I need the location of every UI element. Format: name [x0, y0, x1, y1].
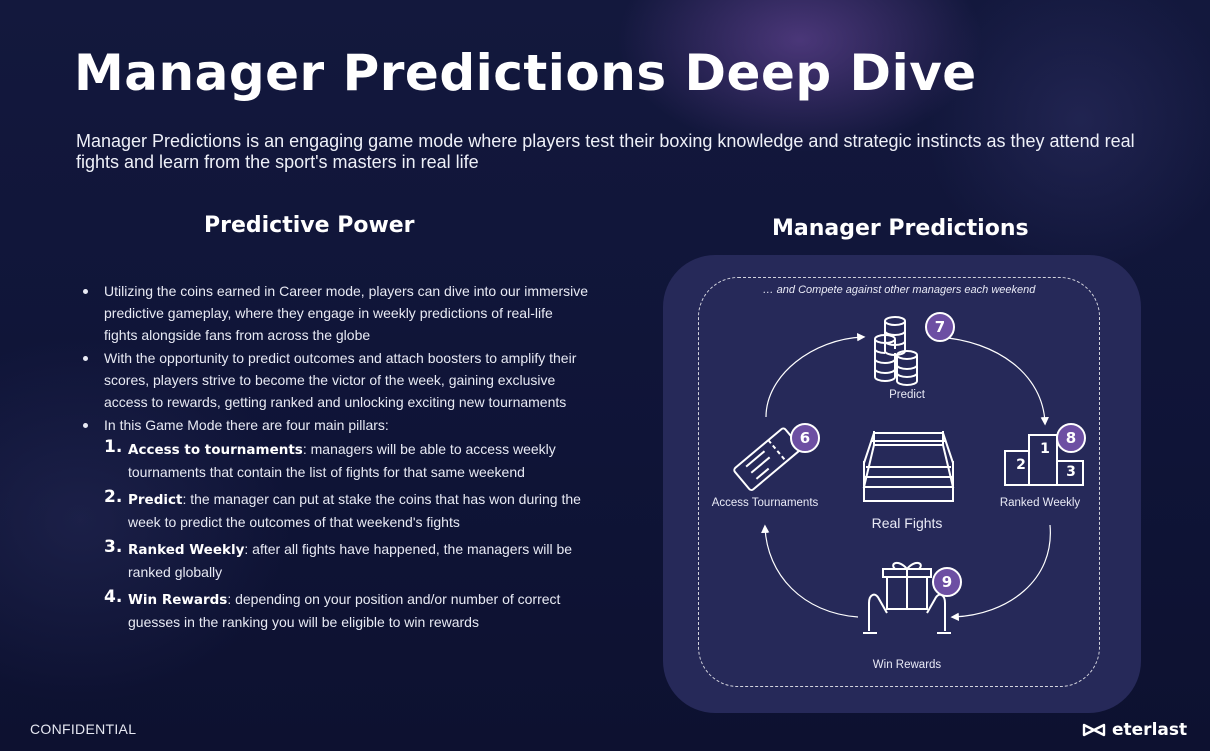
pillar-text: : depending on your position and/or numb… [128, 591, 561, 630]
cycle-diagram: 2 1 3 [733, 316, 1084, 634]
podium-1: 1 [1040, 441, 1050, 457]
bullet-text: In this Game Mode there are four main pi… [104, 417, 389, 433]
podium-2: 2 [1016, 457, 1026, 473]
arrow-predict-to-ranked [937, 336, 1049, 426]
section-heading-predictive-power: Predictive Power [204, 213, 415, 238]
confidential-label: CONFIDENTIAL [30, 721, 137, 737]
podium-3: 3 [1066, 464, 1076, 480]
page-title: Manager Predictions Deep Dive [74, 44, 977, 102]
pillar-list: 1. Access to tournaments: managers will … [104, 437, 590, 633]
node-label-ranked: Ranked Weekly [999, 497, 1081, 509]
arrow-rewards-to-tournaments [761, 524, 859, 618]
pillar-number: 3. [104, 537, 123, 557]
pillar-text: : the manager can put at stake the coins… [128, 491, 581, 530]
bullet-item: With the opportunity to predict outcomes… [80, 347, 590, 413]
pillar-term: Access to tournaments [128, 442, 303, 458]
pillar-number: 2. [104, 487, 123, 507]
pillar-term: Ranked Weekly [128, 542, 245, 558]
pillar-item: 1. Access to tournaments: managers will … [104, 437, 590, 483]
step-badge-predict: 7 [925, 312, 955, 342]
ticket-icon [733, 427, 802, 491]
brand-logo: eterlast [1082, 720, 1187, 740]
intro-paragraph: Manager Predictions is an engaging game … [76, 131, 1135, 172]
pillar-item: 3. Ranked Weekly: after all fights have … [104, 537, 590, 583]
center-label-real-fights: Real Fights [871, 515, 943, 531]
pillar-text: : after all fights have happened, the ma… [128, 541, 573, 580]
pillar-text: : managers will be able to access weekly… [128, 441, 556, 480]
step-badge-ranked: 8 [1056, 423, 1086, 453]
bullet-item: In this Game Mode there are four main pi… [80, 414, 590, 633]
node-label-predict: Predict [889, 389, 925, 401]
pillar-term: Win Rewards [128, 592, 228, 608]
bullet-item: Utilizing the coins earned in Career mod… [80, 280, 590, 346]
arrow-ranked-to-rewards [950, 524, 1051, 621]
pillar-item: 2. Predict: the manager can put at stake… [104, 487, 590, 533]
step-badge-rewards: 9 [932, 567, 962, 597]
bullet-list: Utilizing the coins earned in Career mod… [80, 280, 590, 638]
boxing-ring-icon [862, 431, 955, 502]
pillar-number: 4. [104, 587, 123, 607]
step-badge-tournaments: 6 [790, 423, 820, 453]
pillar-number: 1. [104, 437, 123, 457]
brand-name: eterlast [1112, 720, 1188, 740]
node-label-rewards: Win Rewards [872, 659, 942, 671]
section-heading-manager-predictions: Manager Predictions [772, 216, 1029, 241]
gift-hands-icon [863, 562, 951, 634]
eterlast-logo-icon [1082, 723, 1106, 737]
arrow-tournaments-to-predict [765, 333, 866, 418]
pillar-item: 4. Win Rewards: depending on your positi… [104, 587, 590, 633]
node-label-tournaments: Access Tournaments [711, 497, 819, 509]
compete-note: … and Compete against other managers eac… [762, 284, 1036, 296]
compete-dashed-frame [698, 277, 1100, 687]
pillar-term: Predict [128, 492, 183, 508]
coins-stack-icon [874, 316, 918, 386]
